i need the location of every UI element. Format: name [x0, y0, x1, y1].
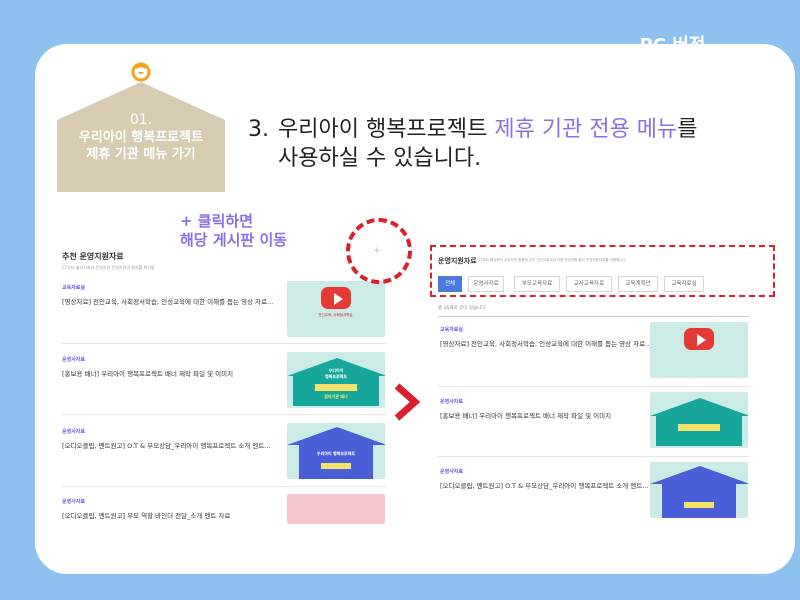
tab-all[interactable]: 전체	[438, 276, 462, 292]
banner-thumbnail[interactable]: 우리아이 행복프로젝트 참여기관 배너	[287, 352, 385, 408]
tab-operator[interactable]: 운영사자료	[468, 276, 504, 292]
list-item[interactable]: 운영사자료 [오디오클립, 멘트원고] O.T & 부모상담_우리아이 행복프로…	[440, 469, 649, 490]
left-panel-subtitle: CT부터 활성사회지 운영지원 운영지원의 편지를 확인할	[62, 265, 155, 270]
hanger-icon	[131, 62, 151, 82]
house-body	[57, 120, 225, 192]
left-panel-title: 추천 운영지원자료	[62, 252, 124, 261]
list-item[interactable]: 교육자료실 [영상자료] 전인교육, 사회정서학습, 인성교육에 대한 이해를 …	[62, 285, 274, 306]
divider	[62, 343, 387, 344]
banner-thumbnail[interactable]	[650, 392, 748, 448]
audio-thumbnail[interactable]	[650, 462, 748, 518]
house-label: 01. 우리아이 행복프로젝트 제휴 기관 메뉴 가기	[78, 112, 204, 162]
divider	[438, 316, 750, 317]
list-item[interactable]: 운영사자료 [홍보용 배너] 우리아이 행복프로젝트 배너 제작 파일 및 이미…	[440, 399, 612, 420]
tab-parent-edu[interactable]: 부모교육자료	[514, 276, 560, 292]
board-title: 운영지원자료	[438, 257, 477, 265]
list-item[interactable]: 교육자료실 [영상자료] 전인교육, 사회정서학습, 인성교육에 대한 이해를 …	[440, 327, 652, 348]
list-item[interactable]: 운영사자료 [홍보용 배너] 우리아이 행복프로젝트 배너 제작 파일 및 이미…	[62, 357, 234, 378]
chevron-right-icon	[394, 383, 421, 421]
headline: 3.우리아이 행복프로젝트 제휴 기관 전용 메뉴를 사용하실 수 있습니다.	[248, 117, 698, 171]
divider	[438, 386, 750, 387]
tab-plan[interactable]: 교육계획안	[618, 276, 658, 292]
click-annotation: + 클릭하면 해당 게시판 이동	[180, 212, 288, 249]
divider	[62, 414, 387, 415]
list-item[interactable]: 운영사자료 [오디오클립, 멘트원고] 부모 역할 바인더 전달_소개 멘트 자…	[62, 499, 231, 520]
video-thumbnail[interactable]	[650, 322, 748, 378]
audio-thumbnail[interactable]: 우리아이 행복프로젝트	[287, 423, 385, 479]
post-count: 총 16개의 글이 있습니다.	[438, 306, 487, 311]
house-roof	[57, 82, 225, 120]
play-icon	[684, 328, 714, 350]
list-item[interactable]: 운영사자료 [오디오클립, 멘트원고] O.T & 부모상담_우리아이 행복프로…	[62, 429, 271, 450]
tab-teacher-edu[interactable]: 교사교육자료	[566, 276, 612, 292]
divider	[438, 456, 750, 457]
binder-thumbnail[interactable]	[287, 494, 385, 524]
divider	[62, 486, 387, 487]
tab-edu-room[interactable]: 교육자료실	[664, 276, 704, 292]
plus-button[interactable]: +	[373, 246, 381, 256]
board-header-highlight	[430, 245, 775, 297]
play-icon	[321, 287, 351, 309]
video-thumbnail[interactable]: 전인교육, 사회정서학습,	[287, 281, 385, 337]
board-description: CT부터 활성화지 공유하여 활용에 있어 전인교육사업 지원 운영지원 할것 …	[478, 258, 626, 262]
highlight-circle	[346, 218, 412, 284]
